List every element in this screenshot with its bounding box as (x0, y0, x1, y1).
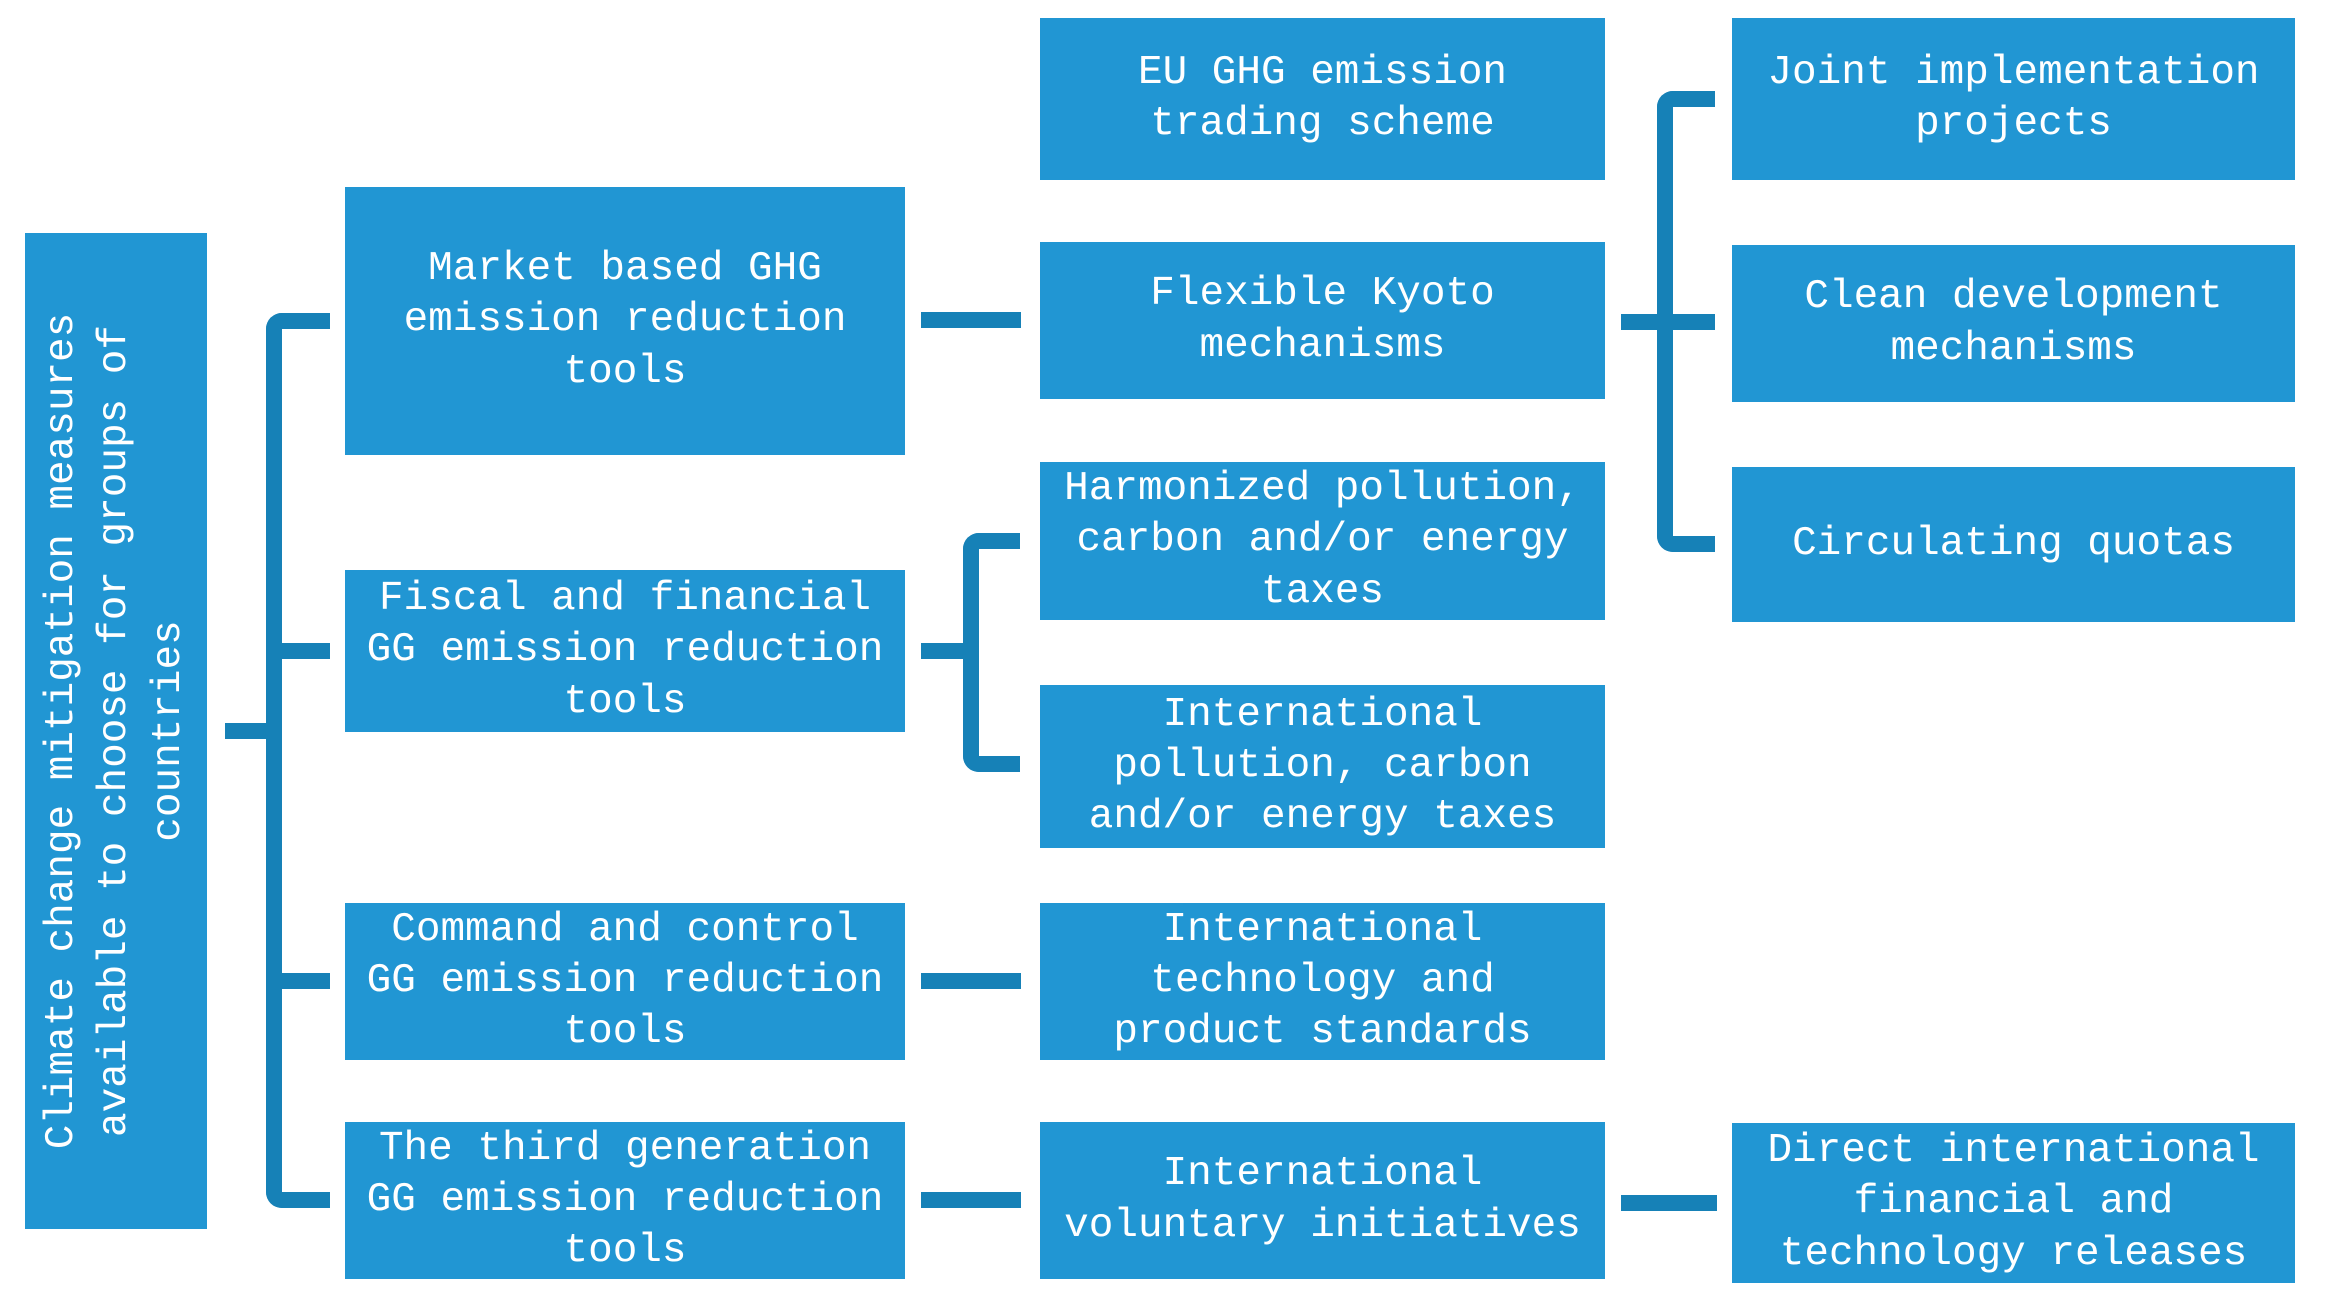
connector-thirdgen-to-voluntary (921, 1192, 1021, 1208)
node-circulating-quotas-label: Circulating quotas (1792, 520, 2235, 567)
connector-fiscal-feed (921, 643, 973, 659)
node-international-taxes: International pollution, carbon and/or e… (1040, 685, 1605, 848)
node-direct-releases: Direct international financial and techn… (1732, 1123, 2295, 1283)
node-eu-ets: EU GHG emission trading scheme (1040, 18, 1605, 180)
node-command-control-tools: Command and control GG emission reductio… (345, 903, 905, 1060)
node-fiscal-financial-tools-label: Fiscal and financial GG emission reducti… (366, 576, 884, 725)
node-voluntary-initiatives: International voluntary initiatives (1040, 1122, 1605, 1279)
node-joint-implementation-label: Joint implementation projects (1767, 49, 2260, 147)
bracket-level1-arm-command (266, 973, 330, 989)
node-tech-standards: International technology and product sta… (1040, 903, 1605, 1060)
node-harmonized-taxes: Harmonized pollution, carbon and/or ener… (1040, 462, 1605, 620)
node-eu-ets-label: EU GHG emission trading scheme (1137, 49, 1508, 147)
connector-voluntary-to-direct (1621, 1195, 1717, 1211)
node-market-based-tools: Market based GHG emission reduction tool… (345, 187, 905, 455)
node-command-control-tools-label: Command and control GG emission reductio… (366, 906, 884, 1056)
node-clean-development: Clean development mechanisms (1732, 245, 2295, 402)
node-kyoto-mechanisms-label: Flexible Kyoto mechanisms (1150, 271, 1495, 369)
node-root: Climate change mitigation measures avail… (25, 233, 207, 1229)
node-third-generation-tools-label: The third generation GG emission reducti… (366, 1125, 884, 1275)
node-third-generation-tools: The third generation GG emission reducti… (345, 1122, 905, 1279)
connector-kyoto-crossbar (1621, 314, 1715, 330)
node-kyoto-mechanisms: Flexible Kyoto mechanisms (1040, 242, 1605, 399)
node-root-label: Climate change mitigation measures avail… (39, 312, 192, 1150)
node-clean-development-label: Clean development mechanisms (1804, 274, 2223, 372)
node-market-based-tools-label: Market based GHG emission reduction tool… (403, 246, 847, 395)
node-international-taxes-label: International pollution, carbon and/or e… (1088, 691, 1557, 841)
connector-root-feed (225, 723, 272, 739)
connector-market-to-kyoto (921, 312, 1021, 328)
bracket-level1 (266, 313, 330, 1208)
bracket-level1-arm-fiscal (266, 643, 330, 659)
node-harmonized-taxes-label: Harmonized pollution, carbon and/or ener… (1064, 466, 1581, 615)
node-voluntary-initiatives-label: International voluntary initiatives (1064, 1151, 1581, 1249)
connector-command-to-standards (921, 973, 1021, 989)
node-circulating-quotas: Circulating quotas (1732, 467, 2295, 622)
node-direct-releases-label: Direct international financial and techn… (1767, 1128, 2260, 1277)
node-tech-standards-label: International technology and product sta… (1113, 906, 1532, 1056)
node-joint-implementation: Joint implementation projects (1732, 18, 2295, 180)
bracket-taxes (963, 533, 1020, 772)
node-fiscal-financial-tools: Fiscal and financial GG emission reducti… (345, 570, 905, 732)
